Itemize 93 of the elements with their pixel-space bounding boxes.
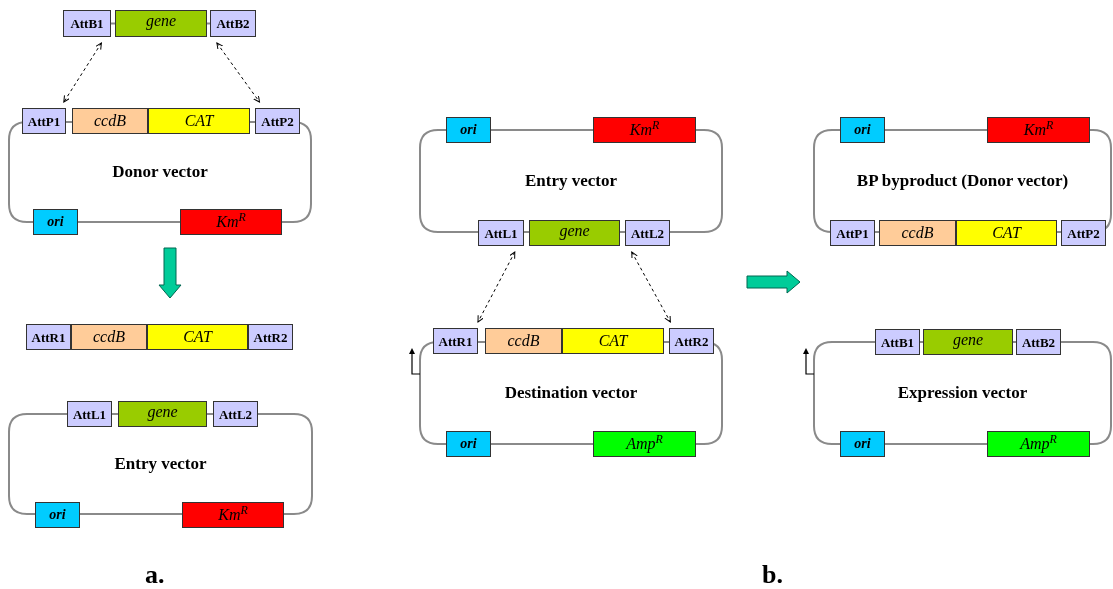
resistance-segment	[180, 209, 282, 235]
segment-label: AttB1	[880, 335, 915, 349]
segment-label: ori	[854, 123, 871, 137]
gene-segment	[923, 329, 1013, 355]
att-site-segment	[248, 324, 293, 350]
vector-name: Destination vector	[504, 382, 638, 404]
ori-segment	[840, 117, 885, 143]
att-site-segment	[26, 324, 71, 350]
segment-label: gene	[559, 223, 590, 239]
segment-label: AttL1	[72, 407, 107, 421]
gene-segment	[529, 220, 620, 246]
att-site-segment	[1016, 329, 1061, 355]
resistance-segment	[593, 117, 696, 143]
ccdb-segment	[879, 220, 956, 246]
att-site-segment	[830, 220, 875, 246]
segment-label: Km$^{R}$	[1023, 122, 1054, 138]
resistance-segment	[987, 117, 1090, 143]
vector-name: Expression vector	[897, 382, 1028, 404]
segment-label: AttL1	[484, 226, 518, 240]
segment-label: Amp$^{R}$	[626, 436, 663, 452]
segment-label: ori	[47, 215, 64, 229]
att-site-segment	[478, 220, 524, 246]
att-site-segment	[669, 328, 714, 354]
segment-label: AttP2	[1067, 226, 1100, 240]
att-site-segment	[1061, 220, 1106, 246]
segment-label: Km$^{R}$	[218, 507, 248, 523]
att-site-segment	[22, 108, 66, 134]
vector-name: BP byproduct (Donor vector)	[856, 170, 1069, 192]
ccdb-segment	[485, 328, 562, 354]
gene-segment	[118, 401, 207, 427]
ori-segment	[840, 431, 885, 457]
vector-name: Entry vector	[524, 170, 618, 192]
segment-label: AttP1	[27, 114, 61, 128]
segment-label: AttR1	[438, 334, 473, 348]
resistance-segment	[182, 502, 284, 528]
att-site-segment	[213, 401, 258, 427]
ori-segment	[35, 502, 80, 528]
ori-segment	[33, 209, 78, 235]
segment-label: CAT	[183, 329, 212, 345]
segment-label: AttR1	[31, 330, 66, 344]
block-arrow	[158, 247, 182, 299]
double-arrow	[216, 42, 260, 103]
att-site-segment	[875, 329, 920, 355]
double-arrow	[477, 251, 516, 323]
panel-label: b.	[762, 562, 783, 588]
segment-label: AttL2	[630, 226, 665, 240]
att-site-segment	[210, 10, 256, 37]
ori-segment	[446, 117, 491, 143]
att-site-segment	[67, 401, 112, 427]
gene-segment	[115, 10, 207, 37]
segment-label: AttL2	[218, 407, 253, 421]
att-site-segment	[255, 108, 300, 134]
panel-label: a.	[145, 562, 165, 588]
cat-segment	[147, 324, 248, 350]
segment-label: ori	[460, 437, 477, 451]
segment-label: AttP2	[261, 114, 294, 128]
segment-label: AttR2	[253, 330, 288, 344]
double-arrow	[63, 42, 102, 103]
cat-segment	[148, 108, 250, 134]
segment-label: Km$^{R}$	[216, 214, 246, 230]
cat-segment	[956, 220, 1057, 246]
segment-label: AttR2	[674, 334, 709, 348]
resistance-segment	[593, 431, 696, 457]
vector-name: Entry vector	[114, 453, 207, 475]
segment-label: gene	[145, 13, 177, 29]
double-arrow	[631, 251, 671, 323]
segment-label: gene	[952, 332, 984, 348]
segment-label: AttP1	[836, 226, 869, 240]
att-site-segment	[433, 328, 478, 354]
segment-label: ccdB	[901, 225, 934, 241]
segment-label: CAT	[992, 225, 1021, 241]
ccdb-segment	[71, 324, 147, 350]
cat-segment	[562, 328, 664, 354]
segment-label: Km$^{R}$	[629, 122, 660, 138]
ori-segment	[446, 431, 491, 457]
segment-label: ccdB	[93, 329, 125, 345]
segment-label: AttB1	[70, 17, 104, 30]
segment-label: AttB2	[1021, 335, 1056, 349]
segment-label: ori	[460, 123, 477, 137]
vector-name: Donor vector	[112, 161, 208, 183]
segment-label: Amp$^{R}$	[1020, 436, 1057, 452]
resistance-segment	[987, 431, 1090, 457]
segment-label: ccdB	[94, 113, 126, 129]
segment-label: CAT	[598, 333, 628, 349]
att-site-segment	[63, 10, 111, 37]
segment-label: ori	[854, 437, 871, 451]
ccdb-segment	[72, 108, 148, 134]
segment-label: ori	[49, 508, 66, 522]
segment-label: gene	[147, 404, 178, 420]
segment-label: CAT	[184, 113, 214, 129]
att-site-segment	[625, 220, 670, 246]
segment-label: AttB2	[216, 17, 250, 30]
segment-label: ccdB	[507, 333, 540, 349]
